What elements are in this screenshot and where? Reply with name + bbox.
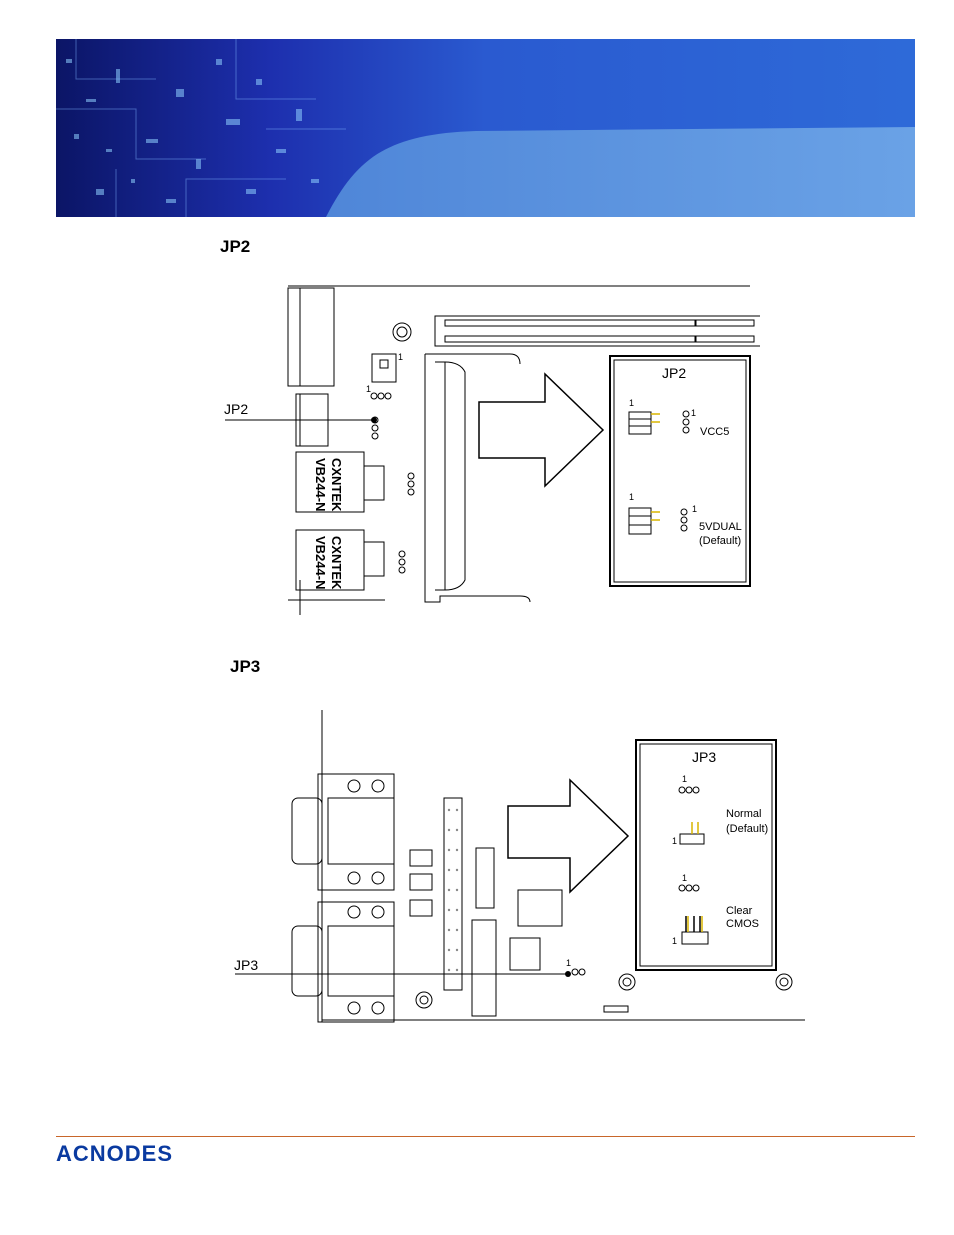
circuit-board-banner-image [56,39,915,217]
jp3-option-default: (Default) [726,823,768,835]
jp2-chip-brand-2: CXNTEK [329,536,344,590]
jp3-option-normal: Normal [726,808,761,820]
jp3-normal-top-pin-one: 1 [682,774,687,784]
jp3-option-cmos: CMOS [726,918,759,930]
jp3-normal-side-pin-one: 1 [672,836,677,846]
jp2-callout-label: JP2 [224,401,248,417]
jp3-heading: JP3 [230,657,261,676]
jp3-clear-top-pin-one: 1 [682,873,687,883]
footer-divider [56,1136,915,1137]
header-banner [56,39,915,217]
jp3-option-clear: Clear [726,905,753,917]
jp3-board-diagram: 1 1 1 1 1 JP3 JP3 Normal (Default) Clear… [234,710,805,1023]
jp3-inset-title: JP3 [692,749,716,765]
jp2-connector-pin-label: 1 [398,352,403,362]
jp3-clear-side-pin-one: 1 [672,936,677,946]
jp2-chip-brand-1: CXNTEK [329,458,344,512]
jp2-inset-title: JP2 [662,365,686,381]
logo-text: ACNODES [56,1141,173,1166]
jp2-chip-model-2: VB244-N [313,536,328,589]
jp2-chip-model-1: VB244-N [313,458,328,511]
jp2-5vdual-pin-one: 1 [629,492,634,502]
acnodes-logo: ACNODES [56,1141,216,1172]
jp2-pin-one-label: 1 [366,384,371,394]
jp2-vcc5-pin-one: 1 [629,398,634,408]
jp2-5vdual-right-pin-one: 1 [692,504,697,514]
jp2-board-diagram: 1 1 1 1 1 1 JP2 JP2 VCC5 5VDUAL (Default… [224,285,760,615]
jp2-vcc5-right-pin-one: 1 [691,408,696,418]
jp3-pin-one-label: 1 [566,958,571,968]
jp2-option-vcc5: VCC5 [700,426,729,438]
jp2-heading: JP2 [220,237,251,256]
jp3-callout-label: JP3 [234,957,258,973]
jp2-option-default: (Default) [699,535,741,547]
jp2-option-5vdual: 5VDUAL [699,521,742,533]
